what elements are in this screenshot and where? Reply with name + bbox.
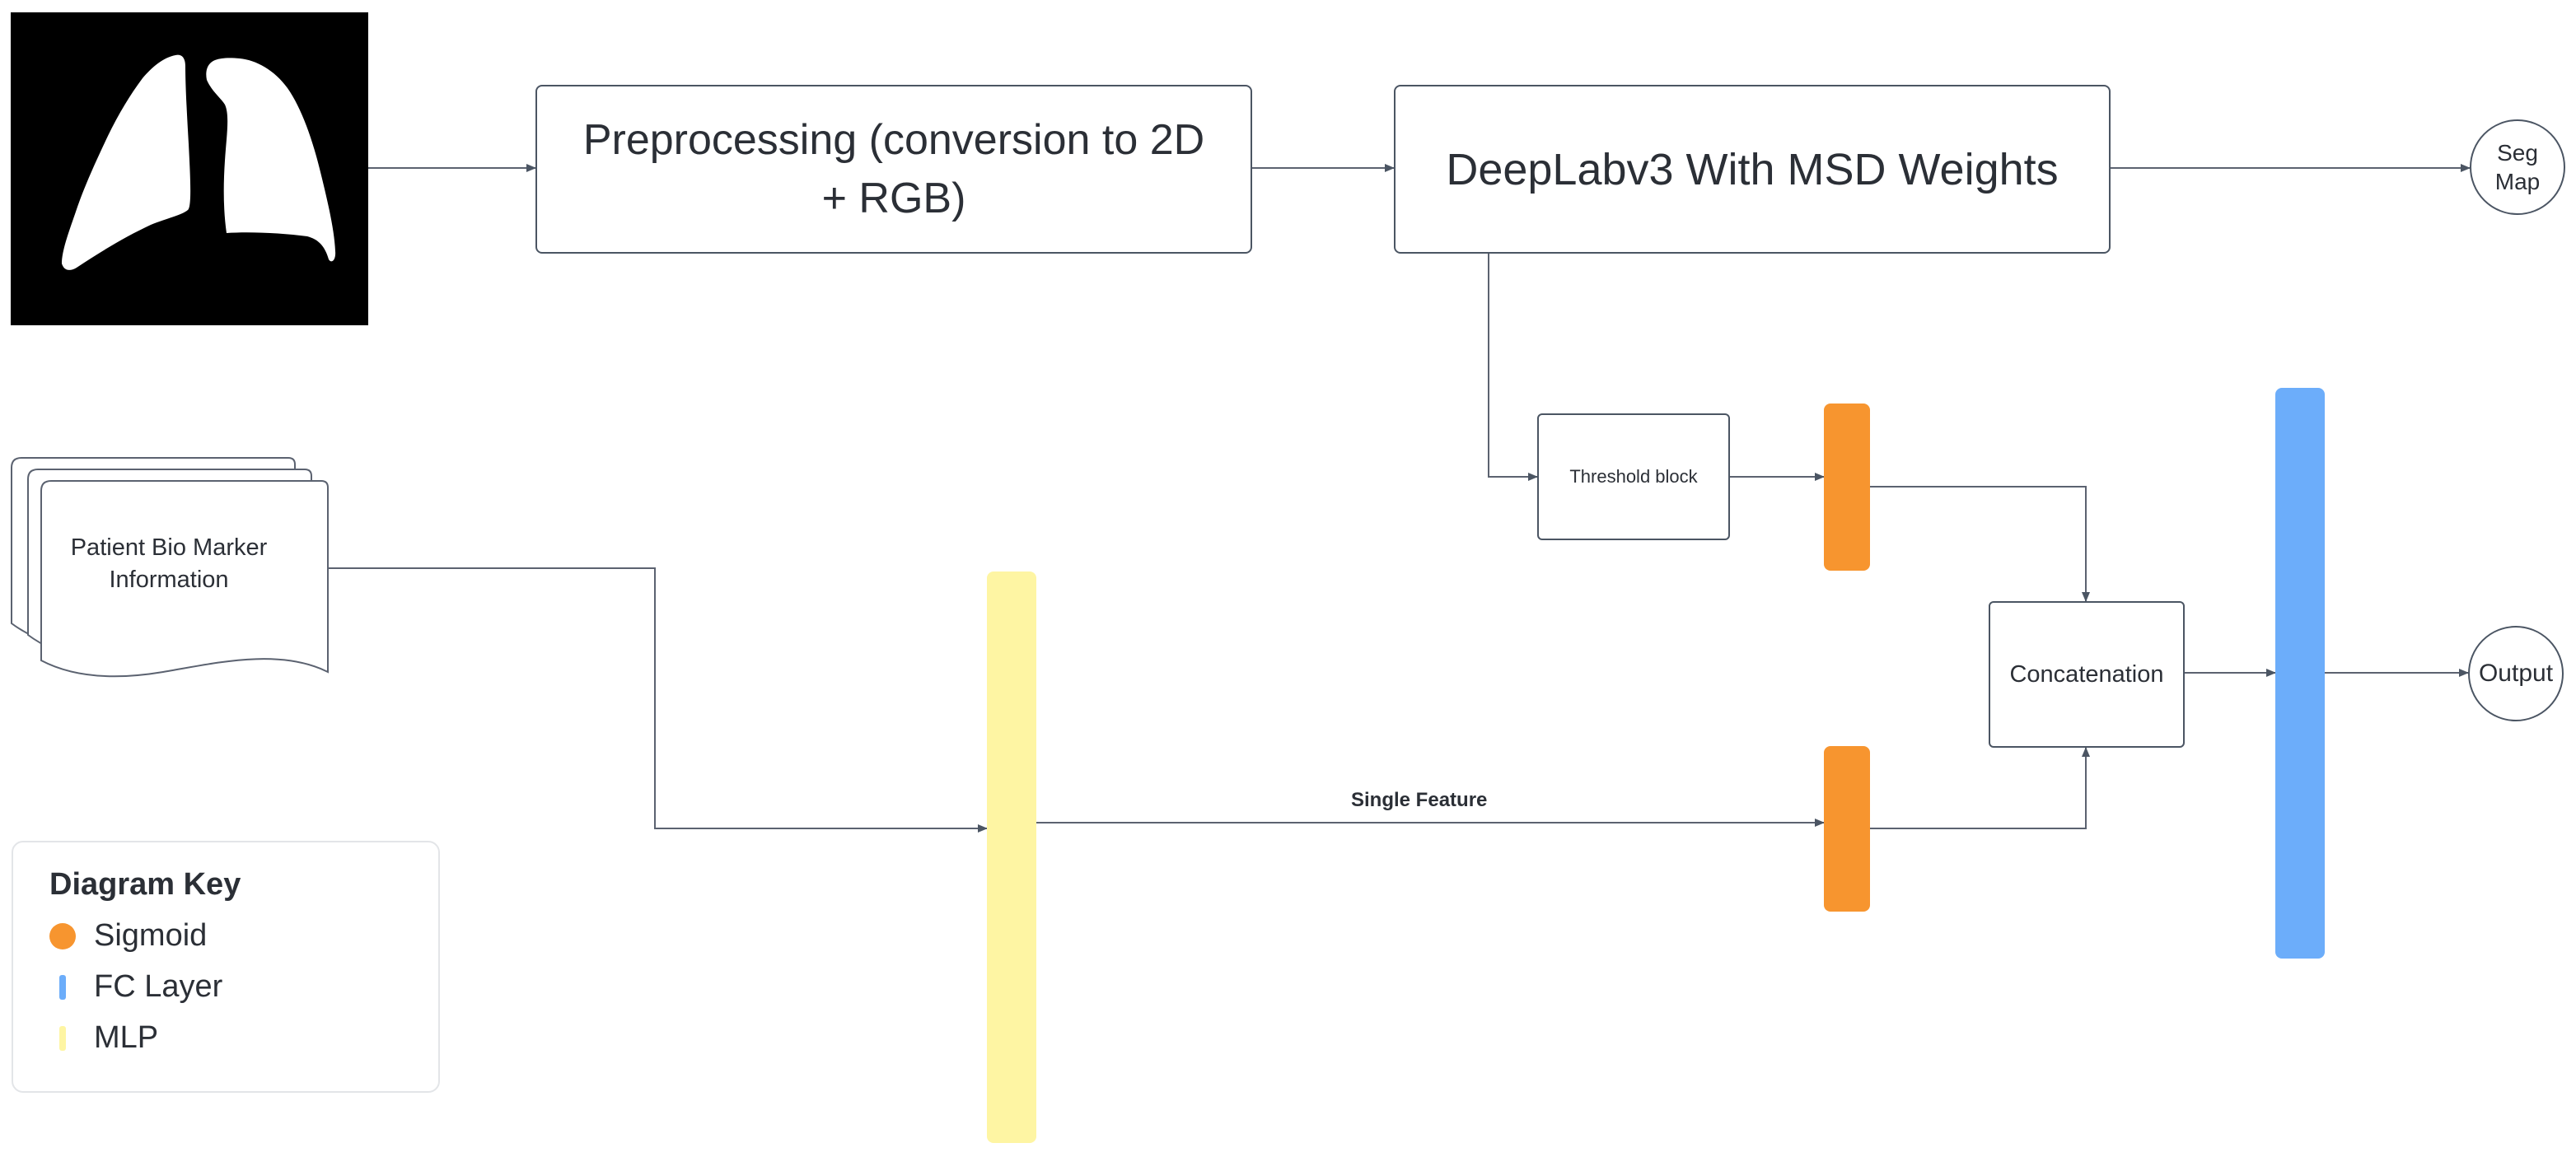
- edge-sigmoid-top-to-concat: [1870, 486, 2090, 602]
- seg-map-label: Seg Map: [2494, 140, 2541, 194]
- fc-layer-bar: [2275, 388, 2325, 959]
- patient-doc-label: Patient Bio Marker Information: [70, 534, 268, 594]
- output-node: Output: [2468, 626, 2564, 721]
- key-item-label: Sigmoid: [94, 918, 208, 953]
- sigmoid-bar-bottom: [1824, 746, 1870, 912]
- deeplab-box: DeepLabv3 With MSD Weights: [1394, 85, 2111, 254]
- preprocessing-box: Preprocessing (conversion to 2D + RGB): [535, 85, 1252, 254]
- stacked-document-icon: [11, 457, 329, 678]
- edge-deeplab-to-threshold: [1488, 254, 1538, 481]
- diagram-key: Diagram Key Sigmoid FC Layer MLP: [12, 841, 440, 1093]
- concatenation-label: Concatenation: [2009, 660, 2164, 688]
- key-item-label: MLP: [94, 1020, 159, 1055]
- mlp-bar: [987, 572, 1036, 1143]
- fc-layer-swatch-icon: [59, 974, 66, 1000]
- threshold-box: Threshold block: [1537, 413, 1730, 540]
- output-label: Output: [2478, 660, 2554, 687]
- key-item-label: FC Layer: [94, 969, 223, 1004]
- mlp-swatch-icon: [59, 1025, 66, 1051]
- key-item-sigmoid: Sigmoid: [49, 918, 207, 954]
- seg-map-node: Seg Map: [2470, 119, 2565, 215]
- key-item-mlp: MLP: [49, 1020, 158, 1056]
- single-feature-label: Single Feature: [1351, 789, 1488, 811]
- concatenation-box: Concatenation: [1989, 601, 2185, 748]
- lung-mask-image: [11, 12, 368, 325]
- preprocessing-label: Preprocessing (conversion to 2D + RGB): [582, 116, 1205, 222]
- key-item-fc-layer: FC Layer: [49, 969, 222, 1005]
- sigmoid-bar-top: [1824, 404, 1870, 571]
- diagram-key-title: Diagram Key: [49, 867, 241, 902]
- left-lung-shape: [62, 54, 191, 270]
- edge-patient-to-mlp: [321, 567, 988, 833]
- deeplab-label: DeepLabv3 With MSD Weights: [1446, 144, 2059, 194]
- right-lung-shape: [206, 58, 336, 262]
- threshold-label: Threshold block: [1569, 466, 1698, 487]
- edge-sigmoid-bottom-to-concat: [1870, 747, 2090, 829]
- sigmoid-swatch-icon: [49, 922, 76, 949]
